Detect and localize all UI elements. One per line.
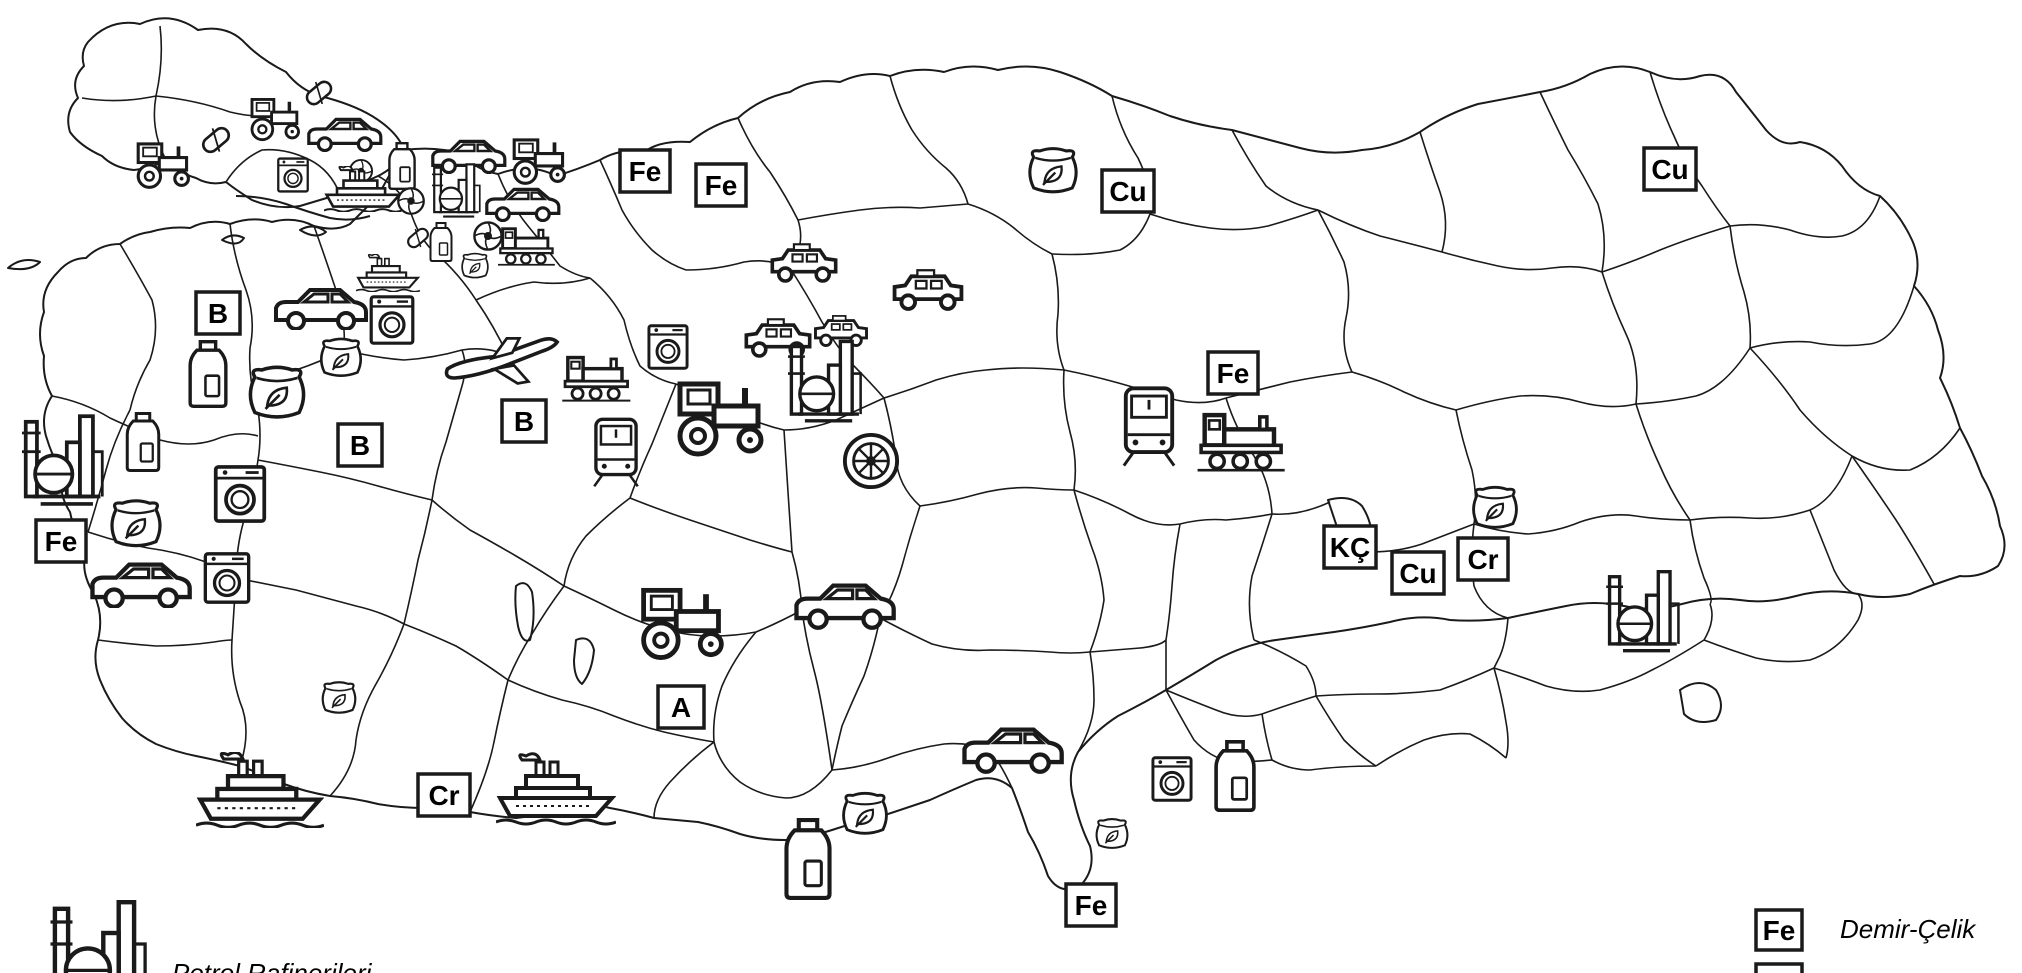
- tractor-icon: [644, 590, 722, 657]
- mineral-label-cu: Cu: [1390, 550, 1446, 596]
- refinery-icon: [432, 163, 481, 218]
- svg-text:Fe: Fe: [1217, 358, 1250, 389]
- food-sack-icon: [1095, 817, 1129, 850]
- mineral-label-cr: Cr: [1456, 536, 1510, 582]
- car-icon: [92, 565, 189, 607]
- washing-machine-icon: [369, 295, 415, 345]
- food-sack-icon: [1028, 147, 1078, 194]
- mineral-label-b: B: [194, 290, 242, 336]
- mineral-labels: Fe Fe Cu Cu B B B Fe: [34, 146, 1698, 928]
- detergent-bottle-icon: [188, 340, 228, 408]
- svg-text:Cu: Cu: [1109, 176, 1146, 207]
- mineral-label-fe: Fe: [34, 518, 88, 564]
- legend: Fe Demir-Çelik Petrol Rafinerileri: [51, 902, 1977, 973]
- food-sack-icon: [248, 365, 306, 419]
- legend-next-symbol: [1754, 962, 1804, 973]
- airplane-icon: [444, 336, 560, 386]
- mineral-label-kc: KÇ: [1322, 524, 1378, 570]
- washing-machine-icon: [216, 467, 265, 521]
- svg-text:Cu: Cu: [1651, 154, 1688, 185]
- svg-text:Fe: Fe: [629, 156, 662, 187]
- mineral-label-fe: Fe: [1206, 350, 1260, 396]
- svg-text:Fe: Fe: [705, 170, 738, 201]
- tire-icon: [842, 432, 900, 490]
- svg-text:B: B: [350, 430, 370, 461]
- svg-text:A: A: [671, 692, 691, 723]
- legend-label: Demir-Çelik: [1840, 914, 1977, 944]
- refinery-icon: [1604, 570, 1681, 653]
- pharmaceutical-icon: [404, 225, 432, 251]
- food-sack-icon: [321, 681, 357, 714]
- detergent-bottle-icon: [125, 412, 161, 472]
- food-sack-icon: [319, 337, 363, 378]
- refinery-icon: [51, 902, 146, 973]
- car-icon: [307, 117, 383, 152]
- detergent-bottle-icon: [429, 222, 453, 262]
- legend-item-refinery: Petrol Rafinerileri: [51, 902, 373, 973]
- train-icon: [1124, 388, 1174, 465]
- svg-text:B: B: [208, 298, 228, 329]
- mineral-label-b: B: [336, 422, 384, 468]
- svg-text:Fe: Fe: [1075, 890, 1108, 921]
- refinery-icon: [22, 414, 105, 506]
- car-icon: [274, 288, 368, 330]
- legend-symbol: Fe: [1763, 915, 1796, 946]
- svg-text:Cr: Cr: [1467, 544, 1498, 575]
- mineral-label-fe: Fe: [618, 148, 672, 194]
- tractor-icon: [512, 138, 566, 185]
- svg-text:Cu: Cu: [1399, 558, 1436, 589]
- legend-label: Petrol Rafinerileri: [172, 958, 373, 973]
- car-icon: [485, 187, 561, 222]
- pharmaceutical-icon: [198, 123, 234, 157]
- mineral-label-cu: Cu: [1100, 168, 1156, 214]
- tractor-icon: [250, 97, 301, 142]
- washing-machine-icon: [1151, 755, 1193, 803]
- tractor-icon: [136, 142, 190, 189]
- washing-machine-icon: [203, 551, 251, 605]
- svg-text:KÇ: KÇ: [1330, 532, 1370, 563]
- detergent-bottle-icon: [387, 142, 417, 190]
- mineral-label-fe: Fe: [694, 162, 748, 208]
- food-sack-icon: [110, 499, 162, 548]
- mineral-label-b: B: [500, 398, 548, 444]
- pharmaceutical-icon: [302, 77, 336, 109]
- tractor-icon: [680, 384, 761, 454]
- military-vehicle-icon: [770, 242, 838, 283]
- military-vehicle-icon: [892, 268, 964, 311]
- ship-icon: [496, 754, 616, 824]
- svg-text:Fe: Fe: [45, 526, 78, 557]
- svg-text:Cr: Cr: [428, 780, 459, 811]
- washing-machine-icon: [277, 157, 309, 193]
- turbine-icon: [473, 221, 503, 251]
- car-icon: [796, 586, 893, 628]
- washing-machine-icon: [647, 324, 689, 370]
- detergent-bottle-icon: [786, 820, 829, 898]
- ship-icon: [356, 254, 420, 292]
- locomotive-icon: [498, 227, 556, 266]
- food-sack-icon: [842, 791, 888, 835]
- industry-icons: [22, 77, 1681, 898]
- car-icon: [964, 730, 1061, 772]
- food-sack-icon: [461, 252, 489, 279]
- svg-text:B: B: [514, 406, 534, 437]
- train-icon: [592, 417, 640, 488]
- mineral-label-a: A: [656, 684, 706, 730]
- detergent-bottle-icon: [1214, 740, 1256, 812]
- mineral-label-cu: Cu: [1642, 146, 1698, 192]
- locomotive-icon: [1198, 415, 1285, 470]
- mineral-label-cr: Cr: [416, 772, 472, 818]
- mineral-label-fe: Fe: [1064, 882, 1118, 928]
- refinery-icon: [788, 339, 863, 423]
- locomotive-icon: [562, 355, 632, 402]
- food-sack-icon: [1472, 485, 1518, 529]
- legend-item-iron-steel: Fe Demir-Çelik: [1754, 908, 1977, 952]
- turbine-icon: [397, 187, 425, 215]
